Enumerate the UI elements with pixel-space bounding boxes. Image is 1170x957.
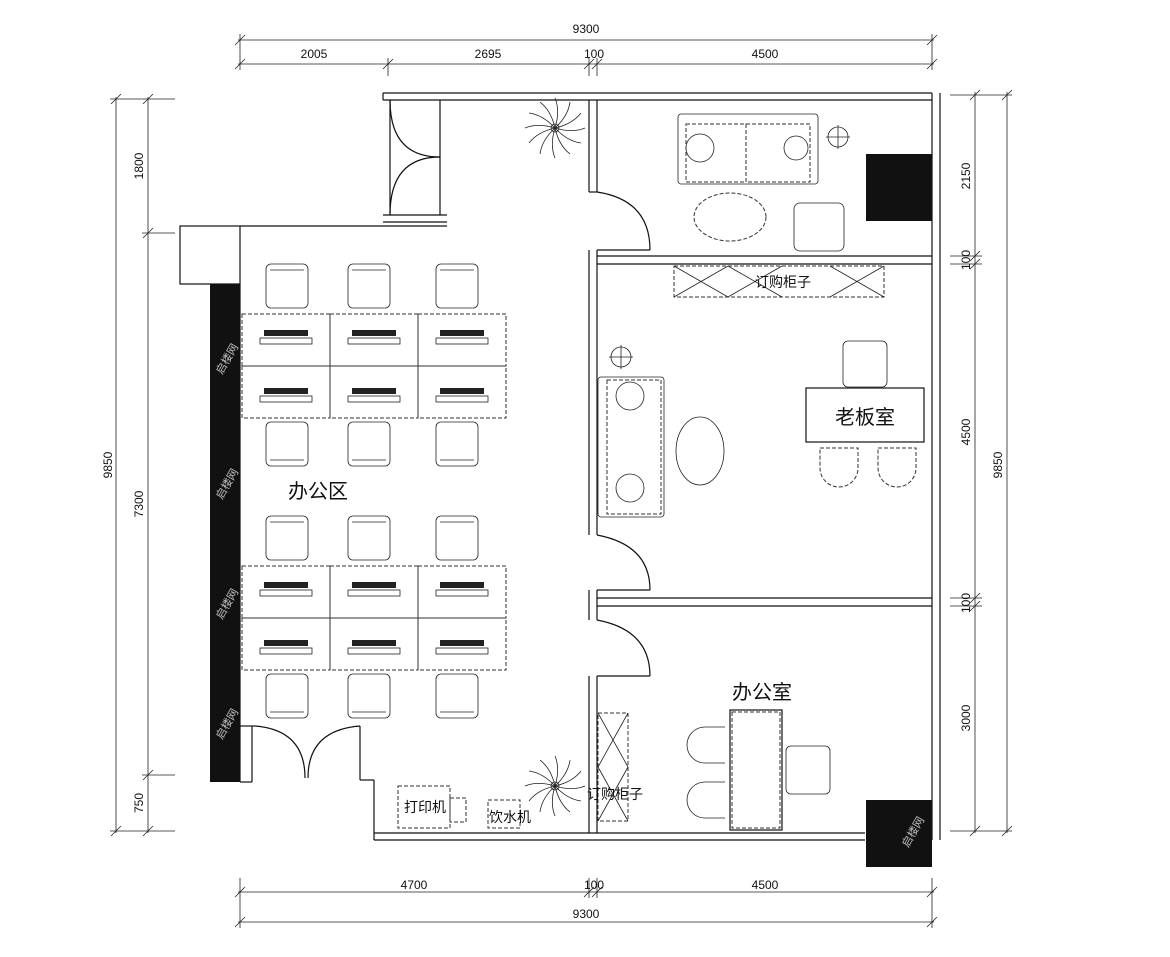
dimension-left: 9850 1800 7300 750 [101, 93, 175, 837]
desk [241, 617, 331, 671]
boss-room-furniture: 订购柜子 老板室 [597, 113, 925, 518]
cabinet-top-label: 订购柜子 [755, 275, 811, 291]
office-room-furniture: 办公室 订购柜子 [587, 680, 831, 831]
plant-icon [524, 755, 586, 817]
desk [329, 617, 419, 671]
desk [241, 565, 331, 619]
dim-bottom-seg-2: 100 [584, 878, 604, 892]
water-dispenser-label: 饮水机 [489, 810, 531, 826]
dim-left-total: 9850 [101, 451, 115, 478]
dim-right-seg-2: 100 [959, 250, 973, 270]
dimension-right: 2150 100 4500 100 3000 9850 [950, 89, 1013, 837]
desk [417, 365, 507, 419]
dim-right-seg-4: 100 [959, 593, 973, 613]
watermarks: 启楼网 启楼网 启楼网 启楼网 启楼网 [212, 341, 927, 850]
dim-top-seg-2: 2695 [475, 47, 502, 61]
desk [241, 313, 331, 367]
office-chair [435, 421, 479, 467]
dim-right-seg-5: 3000 [959, 704, 973, 731]
dim-left-seg-1: 1800 [132, 152, 146, 179]
dim-bottom-seg-1: 4700 [401, 878, 428, 892]
dim-bottom-total: 9300 [573, 907, 600, 921]
dim-right-seg-1: 2150 [959, 162, 973, 189]
doors [254, 99, 651, 779]
desk [329, 565, 419, 619]
dim-right-seg-3: 4500 [959, 418, 973, 445]
office-room-label: 办公室 [732, 680, 792, 704]
office-chair [265, 263, 309, 309]
dimension-top: 9300 2005 2695 100 4500 [234, 22, 938, 76]
walls [179, 92, 941, 867]
desk [417, 565, 507, 619]
office-chair [265, 515, 309, 561]
office-area-label: 办公区 [288, 479, 348, 503]
workstations [241, 263, 507, 719]
plant-icon [524, 97, 586, 159]
office-chair [347, 421, 391, 467]
desk [329, 365, 419, 419]
dim-top-total: 9300 [573, 22, 600, 36]
office-chair [435, 673, 479, 719]
dim-top-seg-1: 2005 [301, 47, 328, 61]
dim-top-seg-4: 4500 [752, 47, 779, 61]
dim-bottom-seg-3: 4500 [752, 878, 779, 892]
dim-top-seg-3: 100 [584, 47, 604, 61]
boss-room-label: 老板室 [835, 405, 895, 429]
desk [417, 617, 507, 671]
office-chair [435, 515, 479, 561]
printer-label: 打印机 [404, 799, 446, 816]
office-area-fixtures: 办公区 打印机 饮水机 [288, 97, 586, 829]
office-chair [347, 263, 391, 309]
office-chair [265, 673, 309, 719]
column-top-right [866, 154, 932, 221]
desk [417, 313, 507, 367]
column-bottom-right [866, 800, 932, 867]
desk [329, 313, 419, 367]
office-chair [265, 421, 309, 467]
dim-left-seg-2: 7300 [132, 490, 146, 517]
cabinet-bottom-label: 订购柜子 [587, 787, 643, 803]
office-chair [347, 673, 391, 719]
dim-right-total: 9850 [991, 451, 1005, 478]
dimension-bottom: 4700 100 4500 9300 [234, 878, 938, 928]
office-chair [347, 515, 391, 561]
office-chair [435, 263, 479, 309]
dim-left-seg-3: 750 [132, 793, 146, 813]
desk [241, 365, 331, 419]
